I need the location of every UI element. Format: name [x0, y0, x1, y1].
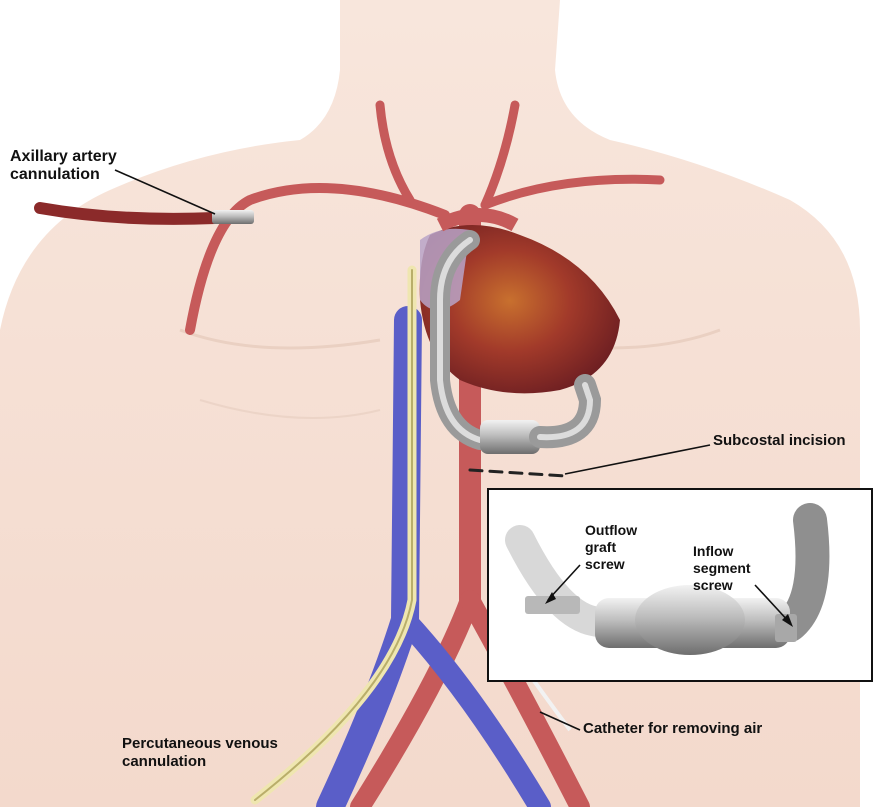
axillary-label: Axillary artery cannulation [10, 148, 117, 184]
inset-box [488, 489, 872, 681]
venous-cannulation-label: Percutaneous venous cannulation [122, 735, 278, 771]
outflow-screw-label: Outflow graft screw [585, 522, 637, 573]
air-catheter-label: Catheter for removing air [583, 720, 762, 738]
inflow-screw-label: Inflow segment screw [693, 543, 751, 594]
subcostal-label: Subcostal incision [713, 432, 846, 450]
